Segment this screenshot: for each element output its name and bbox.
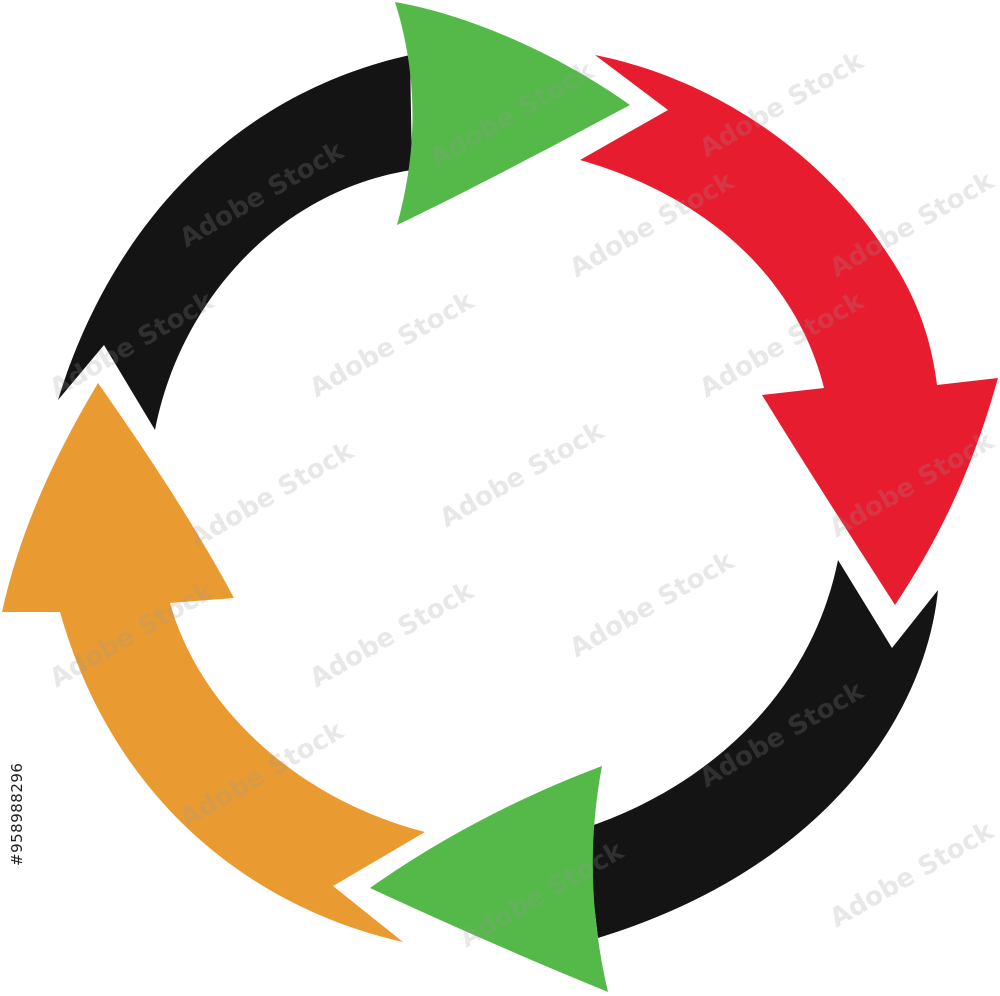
black-arc-bottom-right [585, 560, 938, 938]
orange-arrow-left [2, 383, 425, 942]
black-arc-top-left [58, 55, 412, 430]
stock-id-label: #958988296 [8, 762, 26, 866]
green-arrow-bottom [370, 766, 608, 992]
red-arrow-right [580, 55, 998, 605]
green-arrow-top [395, 2, 630, 225]
